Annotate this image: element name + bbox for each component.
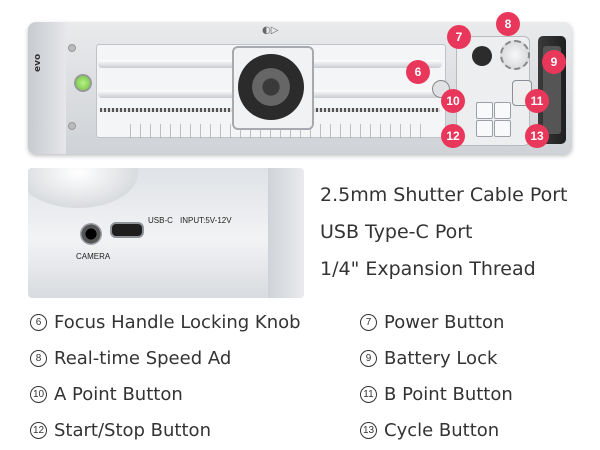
callout-badge: 8: [496, 12, 520, 36]
legend-item: 13 Cycle Button: [360, 420, 499, 441]
legend-item: 8 Real-time Speed Ad: [30, 348, 231, 369]
b-point-button: [494, 102, 511, 119]
cycle-button: [494, 120, 511, 137]
legend-label: Focus Handle Locking Knob: [54, 312, 301, 333]
number-circle-icon: 9: [360, 350, 377, 367]
shutter-cable-port: [80, 223, 102, 245]
legend-label: Cycle Button: [384, 420, 500, 441]
legend-item: 7 Power Button: [360, 312, 504, 333]
legend-label: B Point Button: [384, 384, 513, 405]
legend-label: A Point Button: [54, 384, 183, 405]
legend-item: 12 Start/Stop Button: [30, 420, 211, 441]
callout-badge: 10: [441, 89, 465, 113]
power-button: [472, 46, 492, 66]
callout-badge: 11: [525, 89, 549, 113]
slider-product-image: evo ◐▷ 6 7 8 9 10 11 12 13: [0, 0, 600, 158]
legend-item: 9 Battery Lock: [360, 348, 497, 369]
port-description: 1/4" Expansion Thread: [320, 258, 536, 280]
number-circle-icon: 11: [360, 386, 377, 403]
number-circle-icon: 10: [30, 386, 47, 403]
screw-icon: [68, 122, 76, 130]
callout-badge: 6: [406, 60, 430, 84]
input-label: INPUT:5V-12V: [180, 216, 232, 225]
usb-c-label: USB-C: [148, 216, 173, 225]
housing-dome: [28, 168, 138, 208]
bubble-level-icon: [74, 74, 92, 92]
port-description: 2.5mm Shutter Cable Port: [320, 184, 568, 206]
number-circle-icon: 13: [360, 422, 377, 439]
start-stop-button: [476, 120, 493, 137]
top-logo: ◐▷: [262, 25, 279, 36]
port-description: USB Type-C Port: [320, 221, 473, 243]
left-end-cap: [28, 22, 66, 154]
callout-badge: 9: [542, 50, 566, 74]
legend-label: Battery Lock: [384, 348, 498, 369]
number-circle-icon: 6: [30, 314, 47, 331]
legend-item: 6 Focus Handle Locking Knob: [30, 312, 301, 333]
brand-mark: evo: [33, 53, 43, 72]
mount-turntable: [238, 54, 304, 120]
callout-badge: 7: [447, 25, 471, 49]
legend-label: Power Button: [384, 312, 505, 333]
legend-item: 10 A Point Button: [30, 384, 183, 405]
number-circle-icon: 8: [30, 350, 47, 367]
speed-dial: [500, 40, 530, 70]
usb-c-port: [110, 222, 144, 238]
port-closeup-image: USB-C INPUT:5V-12V CAMERA: [28, 168, 304, 298]
callout-badge: 12: [441, 124, 465, 148]
number-circle-icon: 12: [30, 422, 47, 439]
callout-badge: 13: [525, 124, 549, 148]
scale-ruler: [130, 124, 430, 138]
legend-label: Real-time Speed Ad: [54, 348, 232, 369]
screw-icon: [68, 44, 76, 52]
number-circle-icon: 7: [360, 314, 377, 331]
camera-label: CAMERA: [76, 252, 111, 261]
legend-label: Start/Stop Button: [54, 420, 211, 441]
a-point-button: [476, 102, 493, 119]
legend-item: 11 B Point Button: [360, 384, 513, 405]
housing-edge: [268, 168, 304, 298]
